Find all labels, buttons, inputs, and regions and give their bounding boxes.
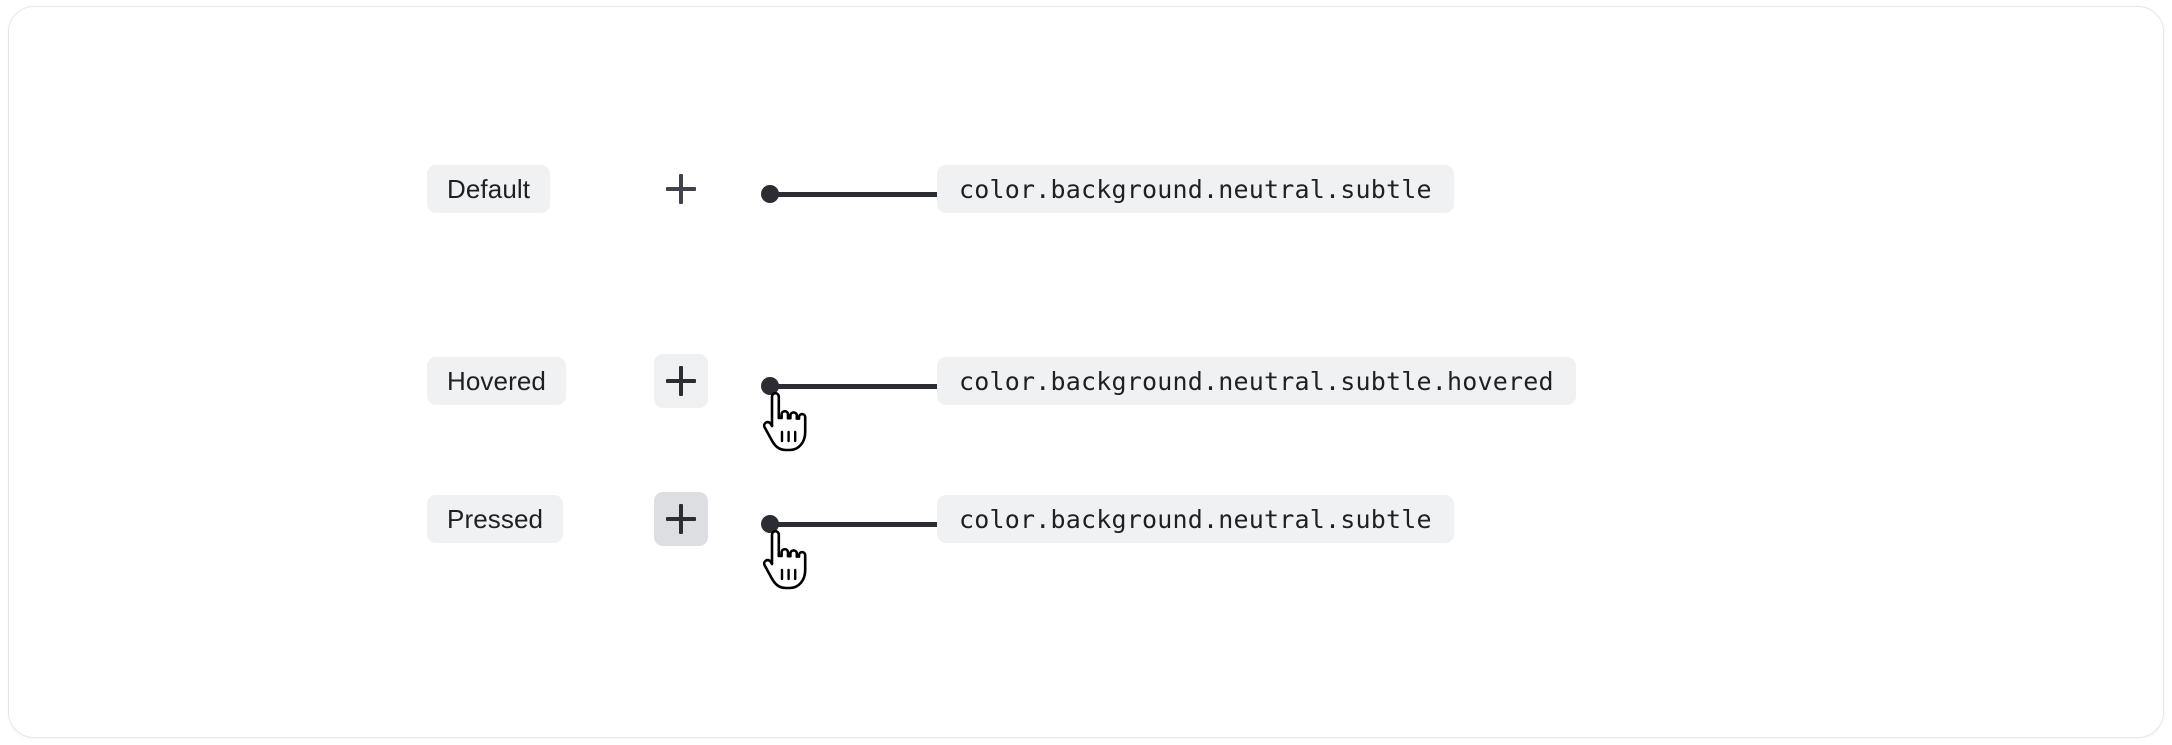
plus-icon	[666, 366, 696, 396]
pointing-hand-cursor	[761, 391, 807, 453]
connector-dot	[761, 185, 779, 203]
plus-icon-button-pressed[interactable]	[654, 492, 708, 546]
connector-dot	[761, 377, 779, 395]
plus-icon-button-default[interactable]	[654, 162, 708, 216]
state-rows-container: Default color.background.neutral.subtle …	[9, 7, 2163, 737]
connector-line-hovered	[761, 377, 943, 395]
connector-stem	[777, 521, 943, 527]
token-chip-pressed: color.background.neutral.subtle	[937, 495, 1454, 543]
plus-icon-button-hovered[interactable]	[654, 354, 708, 408]
state-label-chip-hovered: Hovered	[427, 357, 566, 405]
connector-line-pressed	[761, 515, 943, 533]
token-chip-hovered: color.background.neutral.subtle.hovered	[937, 357, 1576, 405]
plus-icon	[666, 174, 696, 204]
connector-stem	[777, 383, 943, 389]
state-label-chip-default: Default	[427, 165, 551, 213]
connector-dot	[761, 515, 779, 533]
connector-stem	[777, 191, 943, 197]
plus-icon	[666, 504, 696, 534]
token-chip-default: color.background.neutral.subtle	[937, 165, 1454, 213]
spec-canvas-card: Default color.background.neutral.subtle …	[8, 6, 2164, 738]
pointing-hand-cursor	[761, 529, 807, 591]
connector-line-default	[761, 185, 943, 203]
state-label-chip-pressed: Pressed	[427, 495, 564, 543]
